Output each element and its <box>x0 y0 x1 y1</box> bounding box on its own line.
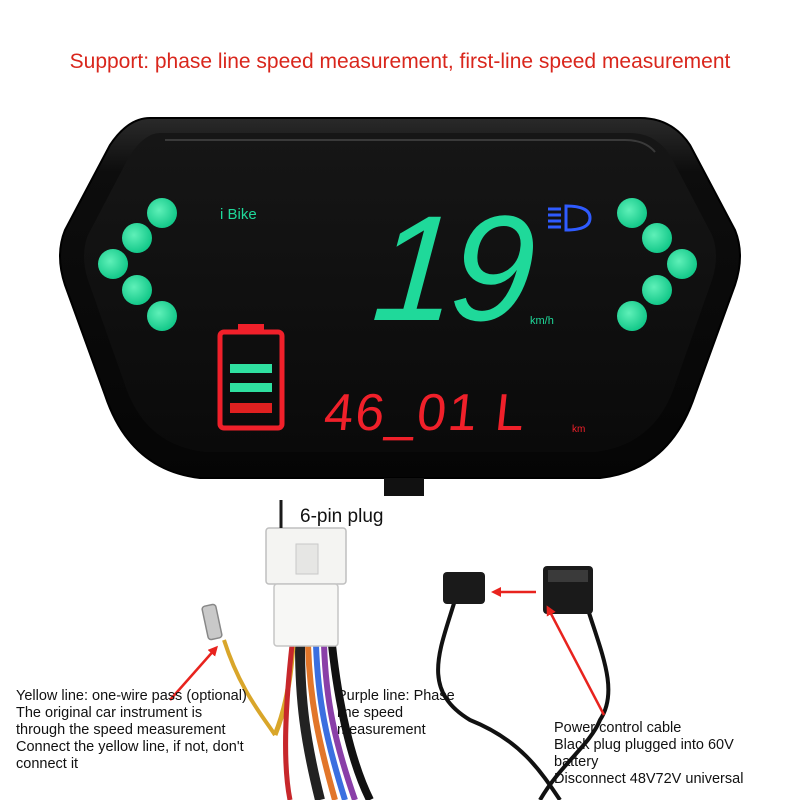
yellow-line-note: Yellow line: one-wire pass (optional) Th… <box>16 688 247 773</box>
power-control-cable <box>436 566 611 800</box>
purple-line-note: Purple line: Phase line speed measuremen… <box>337 688 455 739</box>
headline: Support: phase line speed measurement, f… <box>69 50 731 73</box>
rear-connector <box>384 478 424 496</box>
note-line: battery <box>554 754 599 770</box>
note-line: Power control cable <box>554 720 682 736</box>
power-cable-note: Power control cable Black plug plugged i… <box>554 720 743 788</box>
six-pin-plug <box>265 500 347 647</box>
six-pin-plug-label: 6-pin plug <box>300 506 384 527</box>
headlight-icon <box>548 204 592 232</box>
odometer-readout: 46_01 L <box>322 384 530 442</box>
yellow-wire-terminal <box>201 603 223 641</box>
annotation-arrows <box>169 587 606 716</box>
left-turn-signal-icon <box>98 198 177 331</box>
note-line: connect it <box>16 756 79 772</box>
battery-icon <box>217 324 285 431</box>
brand-label: i Bike <box>220 206 257 223</box>
note-line: measurement <box>337 722 426 738</box>
note-line: Purple line: Phase <box>337 688 455 704</box>
speed-readout: 19 <box>368 184 538 352</box>
note-line: Disconnect 48V72V universal <box>554 771 744 787</box>
right-turn-signal-icon <box>617 198 697 331</box>
speed-unit: km/h <box>530 315 554 327</box>
odometer-unit: km <box>572 424 585 435</box>
note-line: Connect the yellow line, if not, don't <box>16 739 244 755</box>
note-line: line speed <box>337 705 404 721</box>
note-line: Black plug plugged into 60V <box>554 737 734 753</box>
note-line: through the speed measurement <box>16 722 226 738</box>
wire-bundle <box>222 639 374 800</box>
note-line: Yellow line: one-wire pass (optional) <box>16 688 247 704</box>
note-line: The original car instrument is <box>16 705 203 721</box>
